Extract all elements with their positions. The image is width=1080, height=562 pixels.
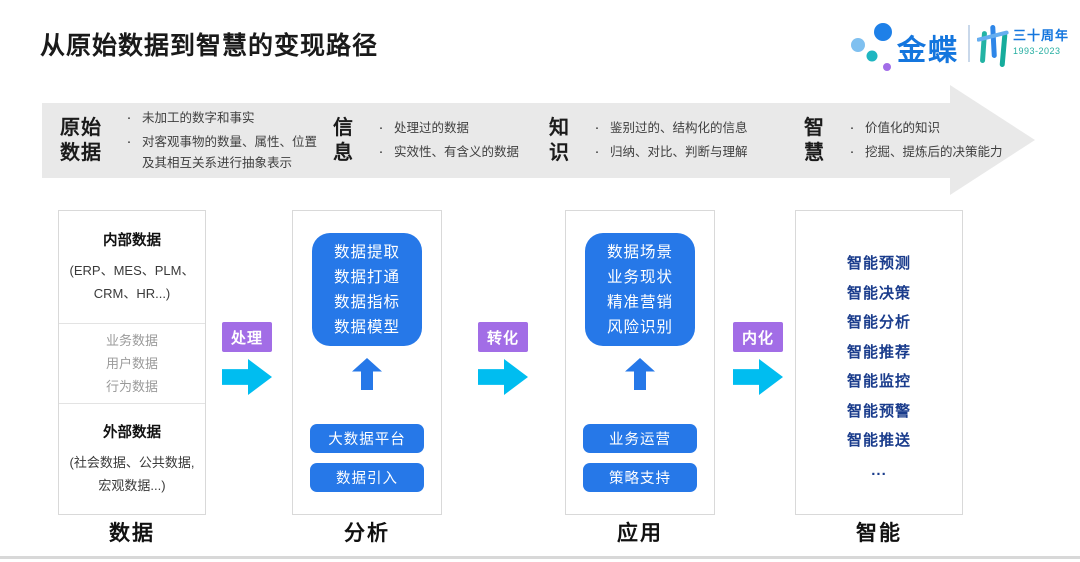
bullet-dot: · — [594, 119, 600, 136]
kingdee-dots-icon — [851, 23, 892, 71]
transform-tag: 转化 — [478, 322, 528, 352]
anniversary-text: 三十周年 1993-2023 — [1013, 29, 1069, 56]
stage-knowledge: 知 识 ·鉴别过的、结构化的信息 ·归纳、对比、判断与理解 — [549, 103, 748, 178]
smart-item: 智能预测 — [846, 255, 911, 272]
data-import-button: 数据引入 — [310, 463, 424, 492]
stage-information: 信 息 ·处理过的数据 ·实效性、有含义的数据 — [333, 103, 519, 178]
anniversary-mark-icon — [977, 24, 1009, 67]
bullet-dot: · — [849, 119, 855, 136]
up-arrow-icon — [352, 358, 382, 390]
bullet-item: ·价值化的知识 — [839, 118, 1003, 139]
bullet-item: ·归纳、对比、判断与理解 — [584, 142, 748, 163]
smart-item: 智能监控 — [846, 373, 911, 390]
intelligence-column-box: 智能预测 智能决策 智能分析 智能推荐 智能监控 智能预警 智能推送 ... — [795, 210, 963, 515]
bullet-item: ·处理过的数据 — [368, 118, 519, 139]
card-line: 精准营销 — [606, 293, 673, 311]
strategy-support-button: 策略支持 — [583, 463, 697, 492]
smart-item: 智能预警 — [846, 402, 911, 420]
transform-arrow: 转化 — [478, 322, 528, 395]
stage-raw-data: 原始 数据 ·未加工的数字和事实 ·对客观事物的数量、属性、位置及其相互关系进行… — [60, 103, 318, 178]
right-arrow-icon — [478, 359, 528, 395]
stage-bullets: ·处理过的数据 ·实效性、有含义的数据 — [368, 115, 520, 166]
data-type-item: 用户数据 — [105, 356, 158, 371]
application-card: 数据场景 业务现状 精准营销 风险识别 — [585, 233, 695, 346]
page-title: 从原始数据到智慧的变现路径 — [40, 32, 379, 60]
internalize-arrow: 内化 — [733, 322, 783, 395]
section-title: 内部数据 — [103, 233, 161, 249]
smart-item: 智能推荐 — [846, 343, 911, 361]
card-line: 数据打通 — [333, 268, 400, 286]
big-data-platform-button: 大数据平台 — [310, 424, 424, 453]
right-arrow-icon — [222, 359, 272, 395]
card-line: 业务现状 — [606, 268, 673, 286]
internal-data-section: 内部数据 (ERP、MES、PLM、CRM、HR...) — [59, 211, 205, 323]
bullet-item: ·挖掘、提炼后的决策能力 — [839, 142, 1003, 163]
stage-label: 信 息 — [333, 116, 354, 166]
external-data-section: 外部数据 (社会数据、公共数据, 宏观数据...) — [59, 403, 205, 514]
bullet-dot: · — [594, 143, 600, 160]
stage-bullets: ·价值化的知识 ·挖掘、提炼后的决策能力 — [839, 115, 1003, 166]
section-title: 外部数据 — [103, 425, 161, 441]
stage-label-line: 数据 — [60, 141, 102, 164]
stage-bullets: ·鉴别过的、结构化的信息 ·归纳、对比、判断与理解 — [584, 115, 748, 166]
stage-label-line: 慧 — [804, 141, 825, 164]
internalize-tag: 内化 — [733, 322, 783, 352]
dikw-banner: 原始 数据 ·未加工的数字和事实 ·对客观事物的数量、属性、位置及其相互关系进行… — [42, 85, 1037, 197]
stage-label-line: 息 — [333, 141, 354, 164]
data-type-item: 行为数据 — [105, 379, 158, 394]
bullet-dot: · — [378, 143, 384, 160]
card-line: 数据场景 — [606, 243, 673, 261]
column-footer-intelligence: 智能 — [856, 522, 902, 545]
application-column-box: 数据场景 业务现状 精准营销 风险识别 业务运营 策略支持 — [565, 210, 715, 515]
process-tag: 处理 — [222, 322, 272, 352]
stage-label-line: 原始 — [60, 116, 102, 139]
smart-item-ellipsis: ... — [871, 461, 887, 479]
column-footer-analysis: 分析 — [344, 522, 390, 545]
bullet-item: ·未加工的数字和事实 — [116, 108, 318, 129]
section-subtitle: (社会数据、公共数据, 宏观数据...) — [69, 455, 195, 493]
anniversary-label: 三十周年 — [1013, 28, 1070, 43]
stage-label: 原始 数据 — [60, 116, 102, 166]
bullet-dot: · — [126, 108, 132, 126]
stage-label-line: 知 — [549, 116, 570, 139]
stage-wisdom: 智 慧 ·价值化的知识 ·挖掘、提炼后的决策能力 — [804, 103, 1003, 178]
stage-label-line: 智 — [804, 116, 825, 139]
data-column-box: 内部数据 (ERP、MES、PLM、CRM、HR...) 业务数据 用户数据 行… — [58, 210, 206, 515]
bullet-item: ·鉴别过的、结构化的信息 — [584, 118, 748, 139]
slide-bottom-edge — [0, 556, 1080, 559]
bullet-item: ·对客观事物的数量、属性、位置及其相互关系进行抽象表示 — [116, 132, 318, 174]
bullet-dot: · — [126, 132, 132, 150]
brand-name: 金蝶 — [897, 35, 960, 67]
section-subtitle: (ERP、MES、PLM、CRM、HR...) — [69, 263, 195, 301]
stage-label: 智 慧 — [804, 116, 825, 166]
stage-label-line: 信 — [333, 116, 354, 139]
stage-bullets: ·未加工的数字和事实 ·对客观事物的数量、属性、位置及其相互关系进行抽象表示 — [116, 105, 318, 177]
card-line: 数据模型 — [333, 318, 400, 336]
up-arrow-icon — [625, 358, 655, 390]
card-line: 数据提取 — [333, 243, 400, 261]
bullet-item: ·实效性、有含义的数据 — [368, 142, 520, 163]
data-type-item: 业务数据 — [105, 333, 158, 348]
stage-label: 知 识 — [549, 116, 570, 166]
logo-divider — [968, 25, 970, 62]
analysis-card: 数据提取 数据打通 数据指标 数据模型 — [312, 233, 422, 346]
card-line: 风险识别 — [606, 318, 673, 336]
business-operation-button: 业务运营 — [583, 424, 697, 453]
smart-item: 智能推送 — [846, 432, 911, 449]
card-line: 数据指标 — [333, 293, 400, 311]
smart-item: 智能分析 — [846, 314, 911, 331]
stage-label-line: 识 — [549, 141, 570, 164]
data-types-section: 业务数据 用户数据 行为数据 — [59, 323, 205, 403]
analysis-column-box: 数据提取 数据打通 数据指标 数据模型 大数据平台 数据引入 — [292, 210, 442, 515]
column-footer-data: 数据 — [109, 522, 155, 545]
bullet-dot: · — [378, 119, 384, 136]
anniversary-years: 1993-2023 — [1013, 46, 1061, 56]
bullet-dot: · — [849, 143, 855, 160]
banner-arrow-shape — [42, 85, 1035, 195]
column-footer-application: 应用 — [617, 522, 663, 545]
right-arrow-icon — [733, 359, 783, 395]
smart-item: 智能决策 — [846, 284, 911, 302]
process-arrow: 处理 — [222, 322, 272, 395]
